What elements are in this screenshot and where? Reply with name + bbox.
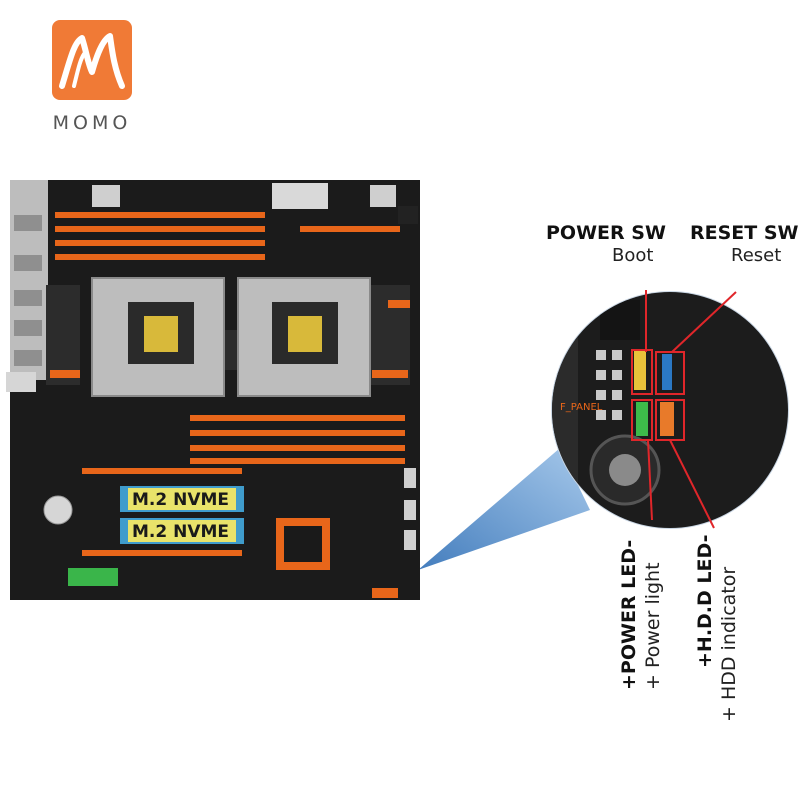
m2-slot-label: M.2 NVME [132, 522, 229, 542]
svg-text:F_PANEL: F_PANEL [560, 402, 603, 413]
power-sw-subtitle: Boot [612, 245, 654, 266]
reset-sw-leader [671, 291, 737, 353]
reset-sw-title: RESET SW [690, 222, 799, 244]
hdd-led-subtitle: + HDD indicator [718, 566, 740, 722]
hdd-led-sub: + HDD indicator [718, 567, 740, 722]
power-led-title: +POWER LED- [618, 539, 640, 690]
hdd-led-title: +H.D.D LED- [694, 534, 716, 668]
momo-logo-icon [52, 20, 132, 100]
logo-wordmark: MOMO [52, 112, 132, 134]
hdd-led-leader [669, 439, 715, 529]
power-led-label: +POWER LED- [618, 540, 640, 690]
power-led-sub: + Power light [642, 562, 664, 690]
power-led-subtitle: + Power light [642, 562, 664, 690]
hdd-led-label: +H.D.D LED- [694, 534, 716, 668]
m2-slot-label: M.2 NVME [132, 490, 229, 510]
power-sw-title: POWER SW [546, 222, 666, 244]
power-led-leader [647, 439, 653, 521]
reset-sw-subtitle: Reset [731, 245, 782, 266]
